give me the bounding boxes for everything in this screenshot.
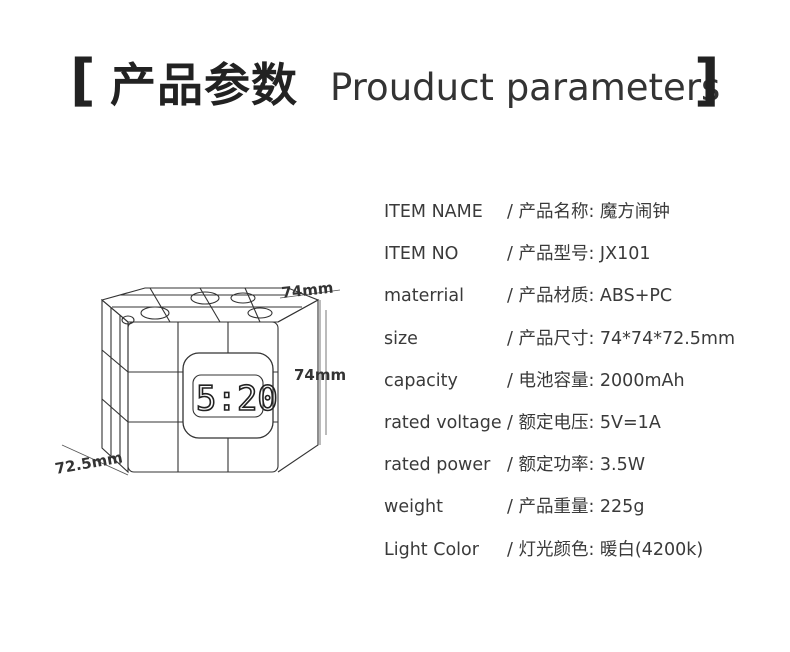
param-label: rated voltage: [384, 412, 502, 433]
clock-display-screen: [192, 374, 264, 418]
param-row: Light Color / 灯光颜色: 暖白(4200k): [384, 532, 784, 574]
param-label: size: [384, 328, 418, 349]
title-chinese: 产品参数: [110, 58, 298, 112]
param-value: / 额定功率: 3.5W: [507, 455, 646, 476]
param-row: weight / 产品重量: 225g: [384, 489, 784, 531]
param-row: rated voltage / 额定电压: 5V=1A: [384, 405, 784, 447]
dimension-width: 74mm: [281, 279, 335, 302]
param-row: capacity / 电池容量: 2000mAh: [384, 363, 784, 405]
top-button-3: [230, 292, 256, 304]
param-value: / 电池容量: 2000mAh: [507, 370, 685, 391]
title-english: Prouduct parameters: [330, 66, 721, 109]
cube-side-face: [101, 298, 129, 474]
top-button-4: [247, 307, 273, 319]
param-value: / 产品重量: 225g: [507, 497, 645, 518]
title-bracket-right: ]: [694, 48, 720, 113]
param-label: ITEM NO: [384, 244, 459, 265]
dimension-height: 74mm: [294, 366, 346, 384]
param-value: / 额定电压: 5V=1A: [507, 412, 661, 433]
parameters-list: ITEM NAME / 产品名称: 魔方闹钟 ITEM NO / 产品型号: J…: [384, 194, 784, 574]
param-value: / 灯光颜色: 暖白(4200k): [507, 539, 704, 560]
param-label: ITEM NAME: [384, 202, 483, 222]
product-illustration: 5:20 74mm 74mm 72.5mm: [50, 270, 360, 490]
param-label: Light Color: [384, 539, 479, 560]
top-button-1: [140, 306, 170, 320]
param-value: / 产品型号: JX101: [507, 244, 651, 265]
param-value: / 产品名称: 魔方闹钟: [507, 202, 670, 222]
title-bracket-left: [: [70, 48, 96, 113]
page-title: [ 产品参数 Prouduct parameters ]: [0, 47, 790, 117]
param-row: ITEM NAME / 产品名称: 魔方闹钟: [384, 194, 784, 236]
side-button: [121, 315, 135, 325]
param-row: materrial / 产品材质: ABS+PC: [384, 278, 784, 320]
param-row: size / 产品尺寸: 74*74*72.5mm: [384, 321, 784, 363]
param-label: rated power: [384, 455, 491, 476]
clock-time: 5:20: [196, 379, 278, 419]
param-value: / 产品尺寸: 74*74*72.5mm: [507, 328, 736, 349]
param-value: / 产品材质: ABS+PC: [507, 286, 673, 307]
param-row: ITEM NO / 产品型号: JX101: [384, 236, 784, 278]
param-label: materrial: [384, 286, 464, 307]
cube-clock-drawing: 5:20 74mm 74mm 72.5mm: [54, 279, 347, 478]
param-label: weight: [384, 497, 444, 518]
dimension-depth: 72.5mm: [54, 448, 124, 478]
param-label: capacity: [384, 370, 458, 391]
top-button-2: [190, 291, 220, 305]
param-row: rated power / 额定功率: 3.5W: [384, 447, 784, 489]
